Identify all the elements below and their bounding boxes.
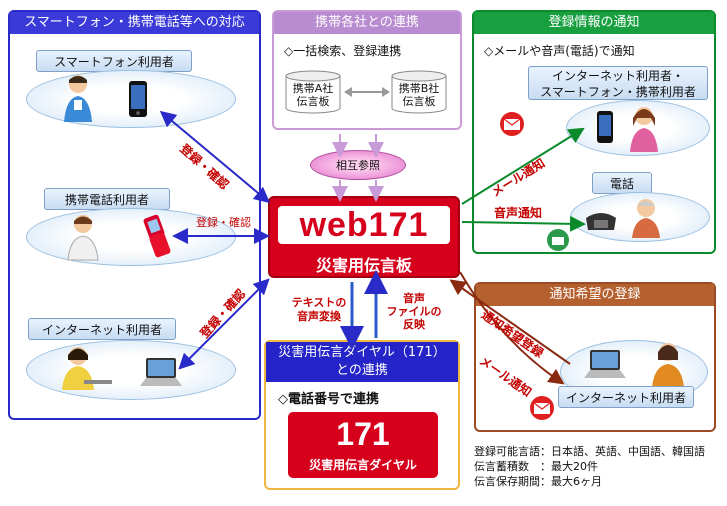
subscribe-user-label: インターネット利用者 <box>558 386 694 408</box>
internet-smart-user-label: インターネット利用者・ スマートフォン・携帯利用者 <box>528 66 708 100</box>
mobile-user-ellipse <box>26 208 236 266</box>
mutual-link-arrow <box>344 87 390 97</box>
reg-confirm-label-2: 登録・確認 <box>196 216 251 229</box>
database-a-icon <box>285 70 341 114</box>
top-panel-subtitle: ◇一括検索、登録連携 <box>284 44 402 58</box>
arrow-mail-notice <box>461 127 585 205</box>
flip-phone-icon <box>143 214 171 258</box>
desk-phone-icon <box>586 213 616 230</box>
voice-file-label: 音声 ファイルの 反映 <box>386 292 442 331</box>
woman-phone-icon <box>630 107 658 152</box>
dial171-subtitle: ◇電話番号で連携 <box>278 392 379 407</box>
notify-panel-subtitle: ◇メールや音声(電話)で通知 <box>484 44 635 58</box>
notify-panel-title: 登録情報の通知 <box>474 12 714 34</box>
subscribe-laptop-icon <box>584 350 626 378</box>
text-to-voice-label: テキストの 音声変換 <box>291 296 347 323</box>
elderly-person-icon <box>632 199 660 238</box>
mail-icon-1 <box>500 112 524 136</box>
database-b-label: 携帯B社 伝言板 <box>398 82 440 108</box>
smartphone-person-icon <box>64 75 92 122</box>
arrow-smartphone <box>159 110 271 204</box>
arrow-mail-notice-2 <box>459 271 565 385</box>
dial171-brand-sub: 災害用伝言ダイヤル <box>309 458 417 472</box>
arrow-voice-notice <box>461 215 586 232</box>
top-panel-title: 携帯各社との連携 <box>274 12 460 34</box>
smartphone-icon-right <box>597 111 613 143</box>
subscribe-panel-title: 通知希望の登録 <box>476 284 714 306</box>
database-a-label: 携帯A社 伝言板 <box>292 82 334 108</box>
web171-logo-panel <box>278 206 450 244</box>
footer-info: 登録可能言語：日本語、英語、中国語、韓国語 伝言蓄積数 ：最大20件 伝言保存期… <box>474 444 705 489</box>
mutual-reference-label: 相互参照 <box>336 159 380 172</box>
dial171-box: 171 災害用伝言ダイヤル <box>288 412 438 478</box>
dial171-panel: 災害用伝言ダイヤル（171） との連携 ◇電話番号で連携 171 災害用伝言ダイ… <box>264 340 460 490</box>
phone-notice-icon <box>547 229 569 251</box>
footer-line-count: 伝言蓄積数 ：最大20件 <box>474 460 598 473</box>
mail-icon-2 <box>530 396 554 420</box>
footer-line-languages: 登録可能言語：日本語、英語、中国語、韓国語 <box>474 445 705 458</box>
mobile-person-icon <box>67 215 99 261</box>
phone-label: 電話 <box>592 172 652 194</box>
subscribe-person-icon <box>652 343 684 388</box>
database-b-icon <box>391 70 447 114</box>
arrow-internet <box>178 278 270 370</box>
laptop-icon <box>140 358 182 386</box>
mutual-reference-badge <box>310 150 406 180</box>
web171-brand: web171 <box>299 206 429 244</box>
smartphone-icon <box>129 81 147 117</box>
internet-user-label: インターネット利用者 <box>28 318 176 340</box>
internet-person-icon <box>62 347 112 390</box>
left-panel-title: スマートフォン・携帯電話等への対応 <box>10 12 259 34</box>
footer-line-period: 伝言保存期間：最大6ヶ月 <box>474 475 602 488</box>
dial171-brand: 171 <box>336 416 390 452</box>
voice-notice-label: 音声通知 <box>494 206 543 220</box>
